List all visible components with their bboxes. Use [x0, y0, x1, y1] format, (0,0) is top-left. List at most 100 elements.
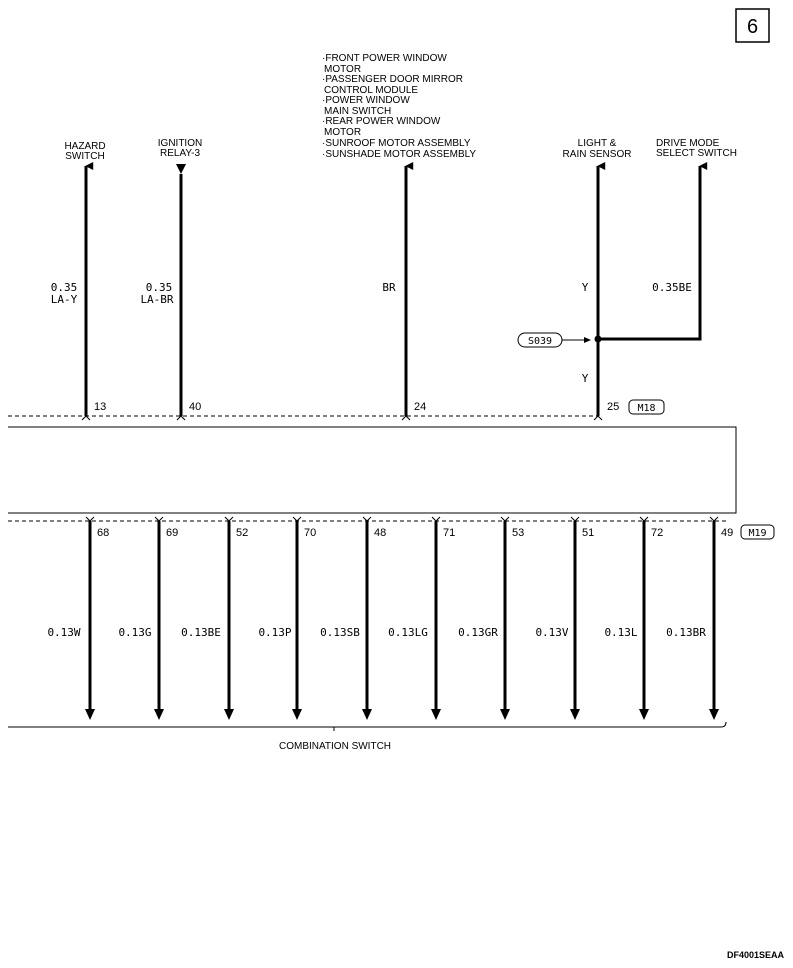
bottom-wire-label: 0.13L — [604, 626, 637, 639]
bottom-wire: 53 0.13GR — [458, 516, 524, 720]
bottom-pin-number: 48 — [374, 527, 386, 539]
bottom-wire-label: 0.13G — [118, 626, 151, 639]
wire-light-rain-sensor: LIGHT & RAIN SENSOR Y Y 25 — [563, 138, 632, 416]
component-body — [8, 426, 737, 514]
down-arrow-icon — [292, 709, 302, 720]
multi-wire-color: BR — [382, 281, 396, 294]
multi-dest-line-10: ·SUNSHADE MOTOR ASSEMBLY — [322, 149, 476, 160]
multi-dest-line-4: CONTROL MODULE — [324, 85, 418, 96]
hazard-wire-size: 0.35 — [51, 281, 78, 294]
bottom-pin-tick — [500, 516, 510, 522]
bottom-wire: 69 0.13G — [118, 516, 178, 720]
bottom-wire: 51 0.13V — [535, 516, 594, 720]
bottom-wire-label: 0.13W — [47, 626, 80, 639]
hazard-switch-label-2: SWITCH — [65, 151, 104, 162]
drive-mode-label-2: SELECT SWITCH — [656, 148, 737, 159]
bottom-wire-label: 0.13V — [535, 626, 568, 639]
diagram-code: DF4001SEAA — [727, 950, 785, 960]
wire-ignition-relay: IGNITION RELAY-3 0.35 LA-BR 40 — [140, 138, 202, 416]
bottom-wire-label: 0.13P — [258, 626, 291, 639]
drive-mode-label-1: DRIVE MODE — [656, 138, 720, 149]
bottom-wire: 72 0.13L — [604, 516, 663, 720]
bottom-wire-label: 0.13GR — [458, 626, 498, 639]
bottom-wire: 52 0.13BE — [181, 516, 248, 720]
bottom-pin-tick — [709, 516, 719, 522]
bottom-wire: 70 0.13P — [258, 516, 316, 720]
bottom-wire: 71 0.13LG — [388, 516, 455, 720]
bottom-pin-tick — [362, 516, 372, 522]
component-bracket — [8, 721, 727, 728]
drive-wire-color: 0.35BE — [652, 281, 692, 294]
bottom-pin-number: 68 — [97, 527, 109, 539]
top-connector-id: M18 — [637, 403, 655, 414]
bottom-wire: 49 0.13BR — [666, 516, 733, 720]
bottom-pin-tick — [85, 516, 95, 522]
down-arrow-icon — [709, 709, 719, 720]
bottom-pin-tick — [431, 516, 441, 522]
down-arrow-icon — [85, 709, 95, 720]
light-sensor-label-1: LIGHT & — [578, 138, 617, 149]
wire-drive-mode-select: DRIVE MODE SELECT SWITCH 0.35BE — [598, 138, 737, 341]
multi-pin: 24 — [414, 401, 426, 413]
down-arrow-icon — [639, 709, 649, 720]
wire-power-window-group: ·FRONT POWER WINDOW MOTOR ·PASSENGER DOO… — [322, 53, 476, 416]
ignition-relay-label-1: IGNITION — [158, 138, 202, 149]
bottom-pin-number: 72 — [651, 527, 663, 539]
multi-dest-line-2: MOTOR — [324, 64, 361, 75]
hazard-wire-color: LA-Y — [51, 293, 78, 306]
light-pin: 25 — [607, 401, 619, 413]
ignition-wire-size: 0.35 — [146, 281, 173, 294]
top-pin-ticks — [81, 415, 603, 421]
hazard-switch-label-1: HAZARD — [64, 141, 105, 152]
bottom-pin-number: 71 — [443, 527, 455, 539]
multi-dest-line-1: ·FRONT POWER WINDOW — [322, 53, 447, 64]
bottom-pin-number: 49 — [721, 527, 733, 539]
multi-dest-line-5: ·POWER WINDOW — [322, 95, 410, 106]
ignition-relay-label-2: RELAY-3 — [160, 148, 200, 159]
hazard-pin: 13 — [94, 401, 106, 413]
bottom-pin-tick — [292, 516, 302, 522]
bottom-wires: 68 0.13W 69 0.13G 52 0.13BE 70 0.13P 48 0.13SB 71 0… — [47, 516, 733, 720]
multi-dest-line-9: ·SUNROOF MOTOR ASSEMBLY — [322, 138, 471, 149]
multi-dest-line-6: MAIN SWITCH — [324, 106, 391, 117]
bottom-pin-tick — [154, 516, 164, 522]
bottom-pin-number: 51 — [582, 527, 594, 539]
down-arrow-icon — [500, 709, 510, 720]
bottom-wire-label: 0.13BR — [666, 626, 706, 639]
splice-id: S039 — [528, 336, 552, 347]
multi-dest-line-3: ·PASSENGER DOOR MIRROR — [322, 74, 463, 85]
wire-hazard-switch: HAZARD SWITCH 0.35 LA-Y 13 — [51, 141, 106, 416]
component-name: COMBINATION SWITCH — [279, 741, 391, 752]
bottom-pin-tick — [639, 516, 649, 522]
connector-tag-m19: M19 — [740, 524, 775, 540]
bottom-pin-number: 69 — [166, 527, 178, 539]
bottom-pin-tick — [570, 516, 580, 522]
bottom-connector-id: M19 — [748, 528, 766, 539]
bottom-wire: 48 0.13SB — [320, 516, 386, 720]
down-arrow-icon — [570, 709, 580, 720]
light-wire-color-upper: Y — [582, 281, 589, 294]
bottom-wire-label: 0.13LG — [388, 626, 428, 639]
ignition-wire-color: LA-BR — [140, 293, 173, 306]
multi-dest-line-8: MOTOR — [324, 127, 361, 138]
ignition-pin: 40 — [189, 401, 201, 413]
bottom-pin-number: 70 — [304, 527, 316, 539]
bottom-pin-number: 52 — [236, 527, 248, 539]
down-arrow-icon — [362, 709, 372, 720]
bottom-pin-tick — [224, 516, 234, 522]
light-wire-color-lower: Y — [582, 372, 589, 385]
bottom-pin-number: 53 — [512, 527, 524, 539]
bottom-wire: 68 0.13W — [47, 516, 109, 720]
connector-tag-m18: M18 — [628, 399, 665, 415]
splice-callout: S039 — [517, 332, 591, 348]
page-number: 6 — [747, 16, 758, 38]
bottom-wire-label: 0.13SB — [320, 626, 360, 639]
light-sensor-label-2: RAIN SENSOR — [563, 149, 632, 160]
down-arrow-icon — [154, 709, 164, 720]
down-arrow-icon — [431, 709, 441, 720]
page-number-box: 6 — [735, 8, 770, 43]
multi-dest-line-7: ·REAR POWER WINDOW — [322, 116, 441, 127]
bottom-wire-label: 0.13BE — [181, 626, 221, 639]
down-arrow-icon — [224, 709, 234, 720]
